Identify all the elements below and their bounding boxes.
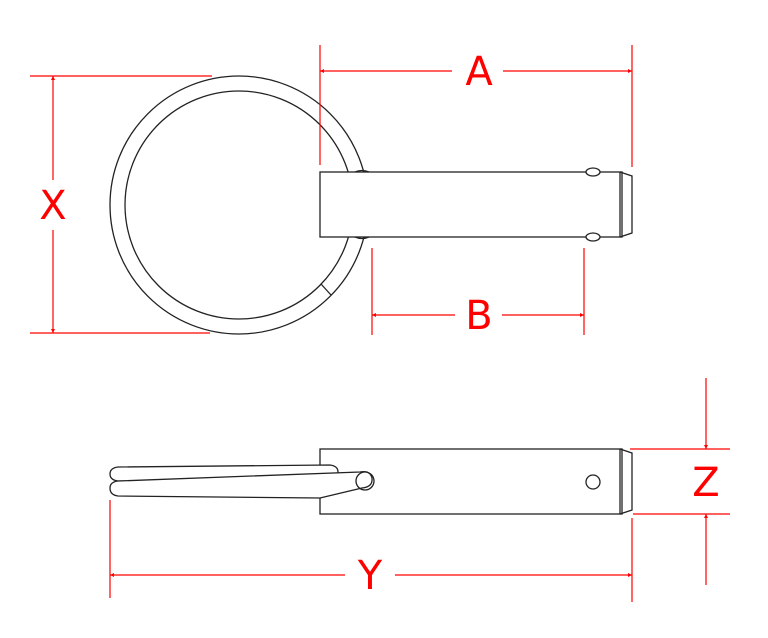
dimension-b — [371, 248, 585, 335]
dimension-label-b: B — [459, 296, 499, 336]
dimension-x — [30, 75, 212, 334]
dimension-label-a: A — [459, 52, 499, 92]
pin-chamfer — [619, 171, 633, 238]
dimension-label-y: Y — [350, 556, 390, 596]
detent-ball-bottom — [585, 232, 601, 242]
pull-ring-inner — [124, 90, 354, 320]
detent-ball-top — [585, 167, 601, 177]
side-view — [109, 448, 633, 515]
dimension-y — [109, 500, 633, 602]
top-view — [109, 75, 633, 335]
dimension-a — [319, 45, 633, 167]
pin-body — [319, 171, 623, 238]
dimension-z — [630, 378, 730, 585]
detent-hole — [585, 474, 601, 490]
dimension-label-z: Z — [686, 463, 726, 503]
ring-split-mark — [320, 283, 332, 296]
dimension-label-x: X — [33, 186, 73, 226]
